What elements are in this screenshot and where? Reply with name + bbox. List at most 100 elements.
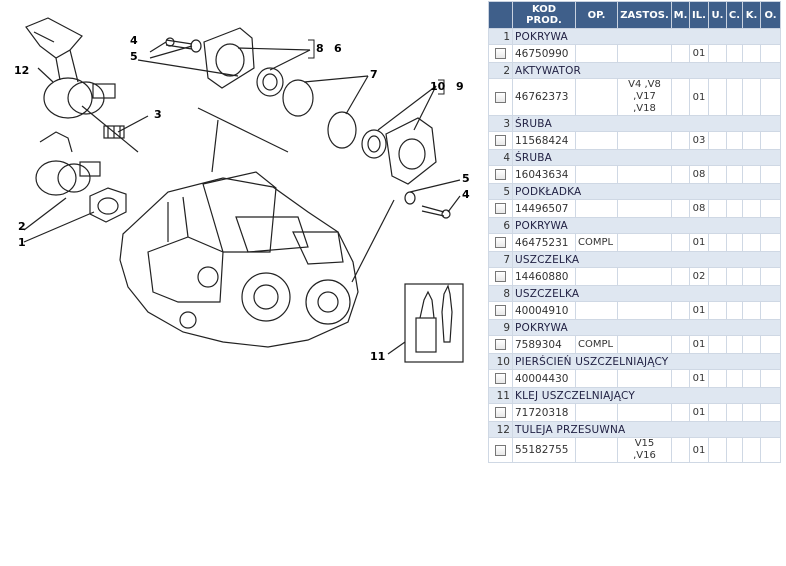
part-c [726,267,743,286]
part-u [708,301,727,320]
select-checkbox[interactable] [495,237,506,248]
select-checkbox[interactable] [495,169,506,180]
part-il: 02 [689,267,709,286]
header-m: M. [671,1,690,29]
group-number: 9 [488,319,513,336]
part-op [575,78,618,116]
part-code: 55182755 [512,437,576,463]
part-zastos [617,369,672,388]
group-number: 4 [488,149,513,166]
part-zastos [617,335,672,354]
part-op [575,267,618,286]
select-cell [488,369,513,388]
part-k [742,437,761,463]
select-cell [488,78,513,116]
part-k [742,233,761,252]
select-checkbox[interactable] [495,373,506,384]
select-checkbox[interactable] [495,203,506,214]
part-o [760,369,781,388]
callout-2: 2 [18,220,26,233]
header-select [488,1,513,29]
header-zastos: ZASTOS. [617,1,672,29]
part-k [742,267,761,286]
part-op [575,131,618,150]
part-k [742,301,761,320]
header-op: OP. [575,1,618,29]
part-k [742,335,761,354]
callout-11: 11 [370,350,385,363]
part-zastos [617,233,672,252]
part-m [671,165,690,184]
callout-4-right: 4 [462,188,470,201]
select-checkbox[interactable] [495,444,506,456]
group-number: 12 [488,421,513,438]
part-u [708,267,727,286]
select-checkbox[interactable] [495,91,506,103]
select-checkbox[interactable] [495,271,506,282]
zastos-line: ,V17 [633,91,656,102]
part-k [742,44,761,63]
select-cell [488,233,513,252]
part-op: COMPL [575,233,618,252]
group-name: TULEJA PRZESUWNA [512,421,781,438]
group-name: POKRYWA [512,28,781,45]
part-o [760,301,781,320]
part-il: 01 [689,78,709,116]
part-c [726,403,743,422]
callout-5-top: 5 [130,50,138,63]
zastos-line: V15 [634,438,655,449]
select-checkbox[interactable] [495,135,506,146]
part-c [726,165,743,184]
part-m [671,78,690,116]
part-u [708,403,727,422]
part-op [575,369,618,388]
part-code: 71720318 [512,403,576,422]
part-u [708,369,727,388]
zastos-line: V4 ,V8 [628,79,661,90]
part-code: 40004910 [512,301,576,320]
callout-7: 7 [370,68,378,81]
zastos-line: ,V18 [633,103,656,114]
part-code: 46475231 [512,233,576,252]
group-name: AKTYWATOR [512,62,781,79]
part-o [760,335,781,354]
part-m [671,335,690,354]
callout-6: 6 [334,42,342,55]
callout-9: 9 [456,80,464,93]
select-checkbox[interactable] [495,48,506,59]
select-checkbox[interactable] [495,339,506,350]
part-il: 01 [689,44,709,63]
select-cell [488,131,513,150]
part-c [726,233,743,252]
select-cell [488,267,513,286]
callout-8: 8 [316,42,324,55]
part-k [742,199,761,218]
part-k [742,369,761,388]
select-checkbox[interactable] [495,407,506,418]
part-code: 16043634 [512,165,576,184]
part-o [760,437,781,463]
part-op [575,44,618,63]
part-o [760,131,781,150]
part-o [760,403,781,422]
part-c [726,369,743,388]
part-u [708,437,727,463]
gearbox-housing [119,177,359,348]
group-number: 7 [488,251,513,268]
group-number: 5 [488,183,513,200]
part-zastos [617,301,672,320]
part-o [760,267,781,286]
select-checkbox[interactable] [495,305,506,316]
